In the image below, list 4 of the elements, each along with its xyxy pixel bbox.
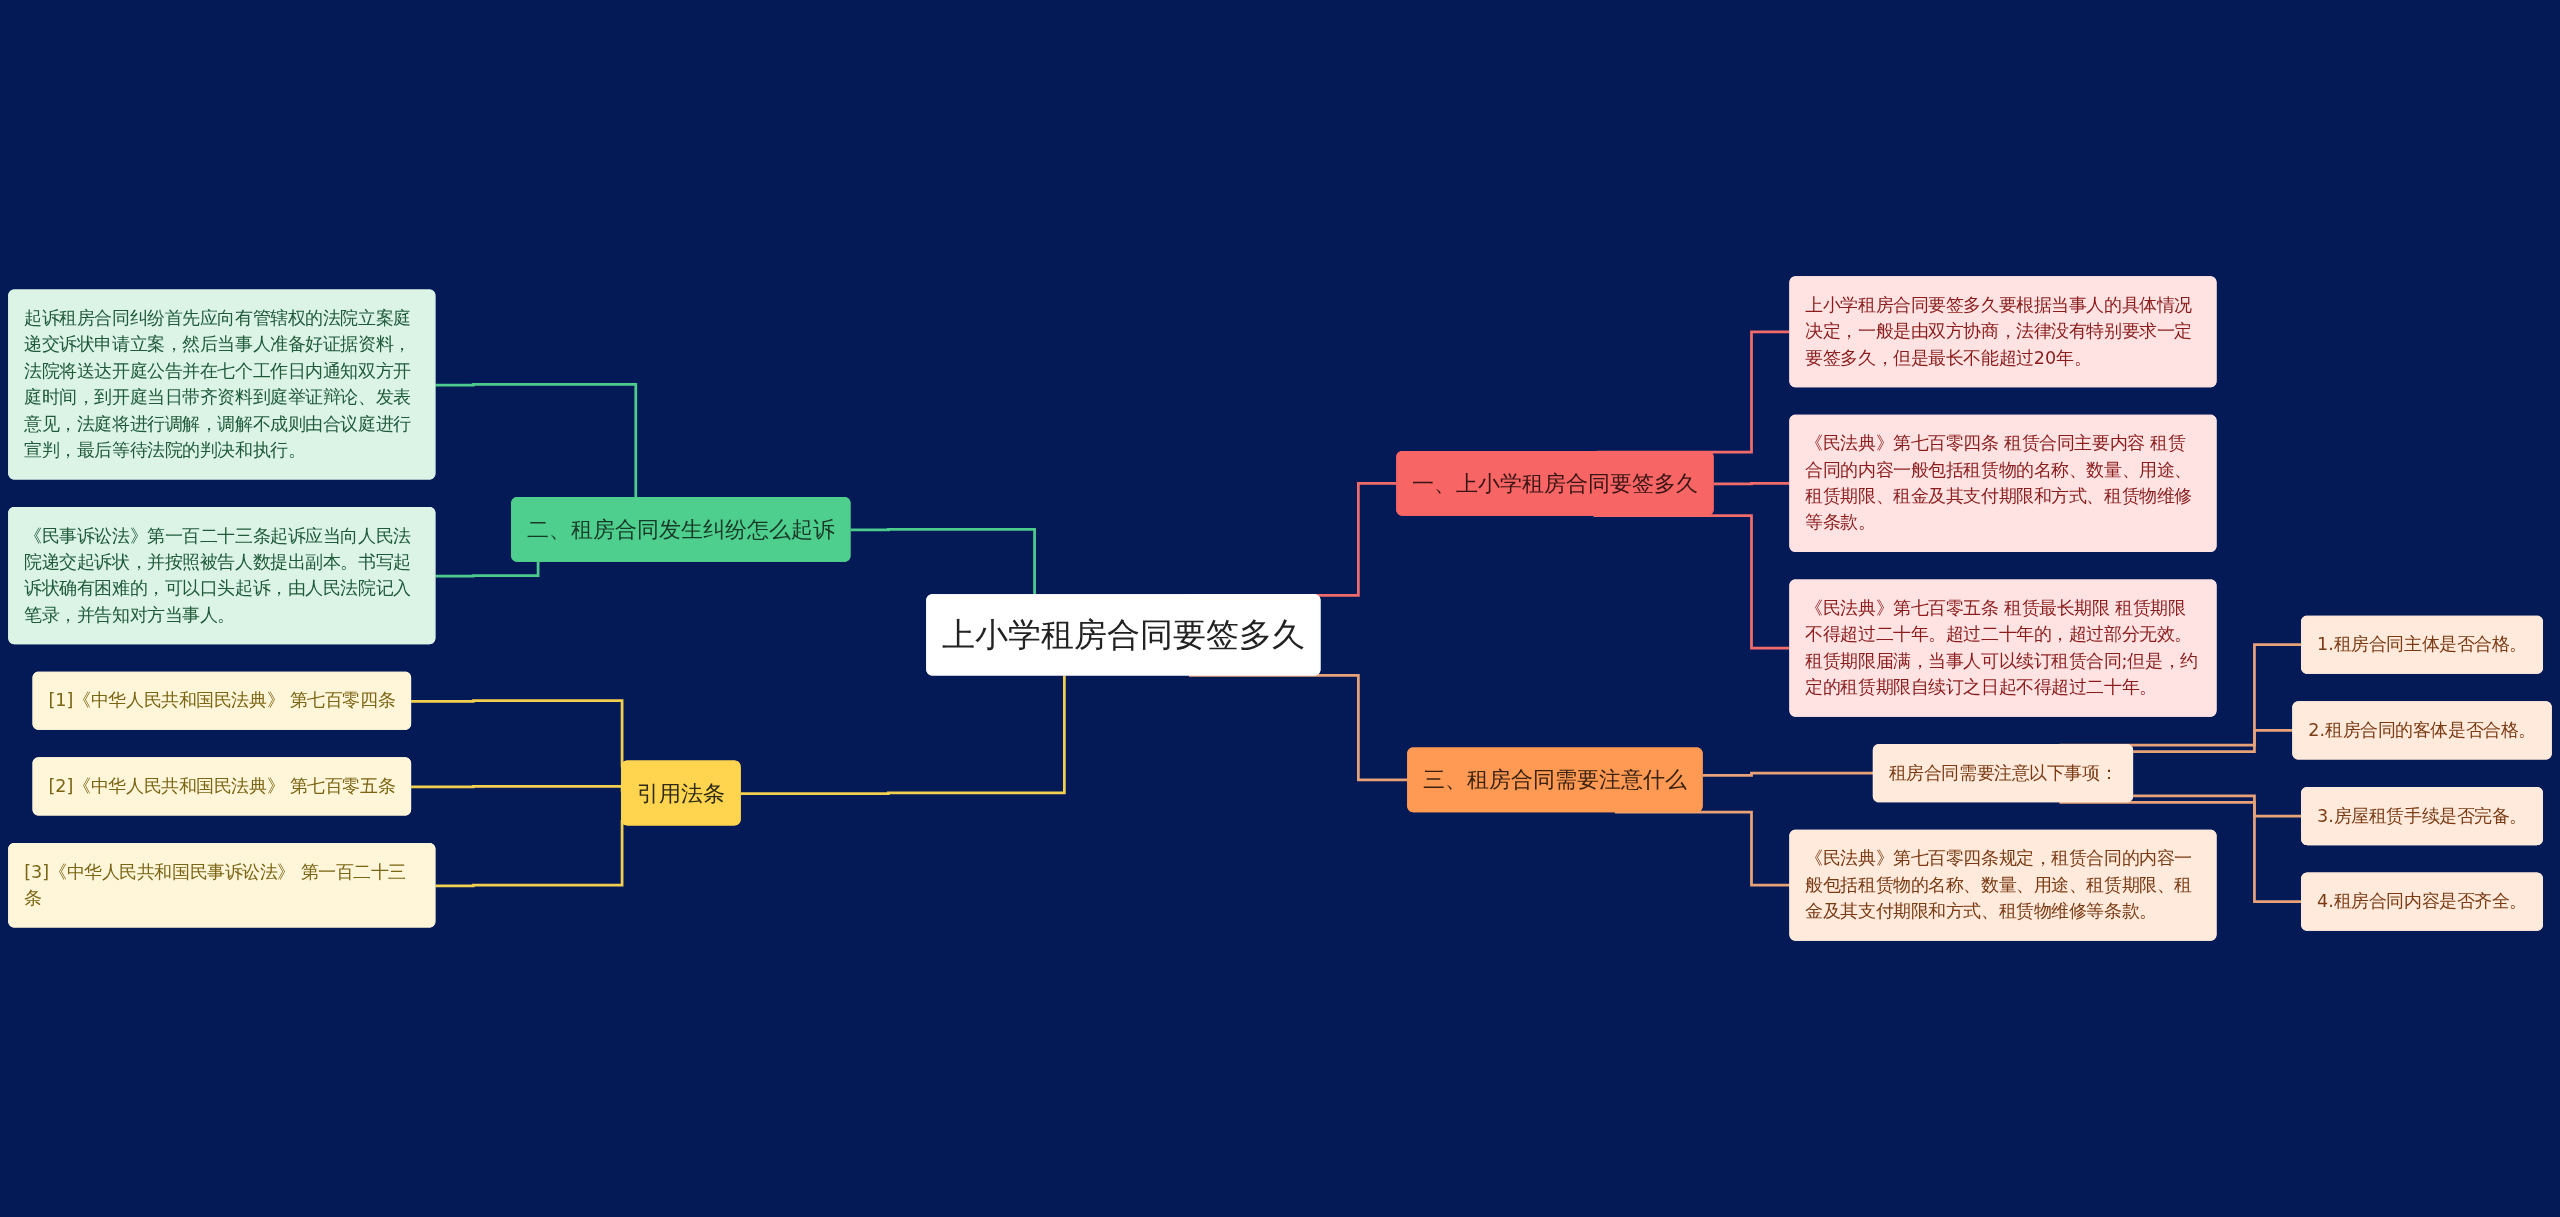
connector: [435, 561, 540, 578]
connector: [740, 675, 1066, 795]
connector: [850, 528, 1036, 596]
connector: [435, 383, 638, 499]
